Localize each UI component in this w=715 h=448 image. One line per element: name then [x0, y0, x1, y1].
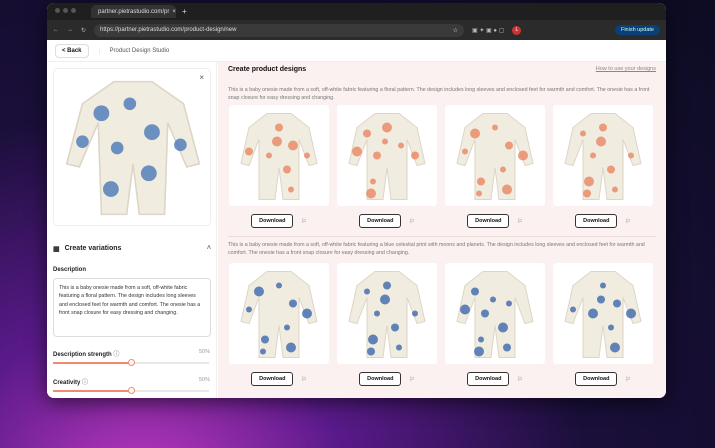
slider-handle[interactable] — [128, 387, 135, 394]
url-text: https://partner.pietrastudio.com/product… — [100, 27, 237, 33]
source-image: × — [53, 68, 211, 226]
design-card: Download ⚐ — [553, 263, 653, 386]
description-label: Description — [53, 267, 87, 273]
download-button[interactable]: Download — [359, 372, 402, 386]
design-card: Download ⚐ — [445, 263, 545, 386]
group-description: This is a baby onesie made from a soft, … — [228, 242, 645, 256]
reload-icon[interactable]: ↻ — [81, 27, 87, 34]
flag-icon[interactable]: ⚐ — [409, 376, 415, 383]
help-link[interactable]: How to use your designs — [595, 66, 656, 72]
download-button[interactable]: Download — [251, 372, 294, 386]
strength-label-text: Description strength — [53, 352, 112, 358]
variations-icon: ▦ — [53, 246, 60, 253]
design-image[interactable] — [337, 105, 437, 206]
design-image[interactable] — [445, 105, 545, 206]
design-card: Download ⚐ — [337, 105, 437, 228]
design-card: Download ⚐ — [553, 105, 653, 228]
download-button[interactable]: Download — [251, 214, 294, 228]
left-panel: × ▦ Create variations ˄ Description This i… — [47, 62, 217, 398]
strength-slider[interactable] — [53, 359, 209, 366]
tab-title: partner.pietrastudio.com/pr — [98, 8, 170, 15]
design-card: Download ⚐ — [229, 105, 329, 228]
design-row: Download ⚐ Download ⚐ Download ⚐ Download ⚐ — [229, 105, 653, 228]
design-card: Download ⚐ — [445, 105, 545, 228]
creativity-label: Creativity ⓘ — [53, 377, 88, 386]
browser-window: partner.pietrastudio.com/pr× + ←→↻ https… — [47, 3, 666, 398]
variations-header[interactable]: ▦ Create variations ˄ — [53, 245, 211, 253]
window-controls[interactable] — [55, 8, 79, 15]
chevron-up-icon[interactable]: ˄ — [206, 245, 211, 252]
download-button[interactable]: Download — [467, 372, 510, 386]
profile-avatar[interactable]: L — [512, 25, 522, 35]
design-image[interactable] — [229, 105, 329, 206]
slider-handle[interactable] — [128, 359, 135, 366]
back-button[interactable]: < Back — [55, 43, 89, 58]
tab-bar: partner.pietrastudio.com/pr× + — [47, 3, 666, 20]
section-title: Create product designs — [228, 66, 307, 73]
flag-icon[interactable]: ⚐ — [625, 376, 631, 383]
group-description: This is a baby onesie made from a soft, … — [228, 87, 650, 101]
designs-panel: Create product designs How to use your d… — [218, 62, 666, 398]
flag-icon[interactable]: ⚐ — [625, 218, 631, 225]
download-button[interactable]: Download — [359, 214, 402, 228]
design-image[interactable] — [553, 263, 653, 364]
flag-icon[interactable]: ⚐ — [409, 218, 415, 225]
design-image[interactable] — [553, 105, 653, 206]
creativity-slider[interactable] — [53, 387, 209, 394]
design-card: Download ⚐ — [337, 263, 437, 386]
back-nav-icon[interactable]: ← — [53, 27, 59, 33]
design-image[interactable] — [445, 263, 545, 364]
creativity-value: 50% — [198, 377, 210, 383]
strength-label: Description strength ⓘ — [53, 349, 119, 358]
browser-tab[interactable]: partner.pietrastudio.com/pr× — [91, 5, 176, 18]
close-icon[interactable]: × — [199, 73, 204, 82]
info-icon[interactable]: ⓘ — [113, 352, 120, 358]
flag-icon[interactable]: ⚐ — [517, 218, 523, 225]
variations-title: Create variations — [64, 245, 122, 252]
app-header: < Back Product Design Studio — [47, 40, 666, 62]
new-tab-button[interactable]: + — [182, 7, 187, 16]
flag-icon[interactable]: ⚐ — [517, 376, 523, 383]
download-button[interactable]: Download — [575, 214, 618, 228]
design-image[interactable] — [229, 263, 329, 364]
address-bar-row: ← → ↻ https://partner.pietrastudio.com/pro… — [47, 20, 666, 40]
divider — [228, 236, 656, 237]
extensions-icon[interactable]: ▣ ✦ ▣ ● ▢ — [472, 27, 505, 34]
design-image[interactable] — [337, 263, 437, 364]
design-row: Download ⚐ Download ⚐ Download ⚐ Download ⚐ — [229, 263, 653, 386]
info-icon[interactable]: ⓘ — [82, 380, 89, 386]
forward-nav-icon[interactable]: → — [67, 27, 73, 33]
description-textarea[interactable]: This is a baby onesie made from a soft, … — [53, 278, 211, 337]
finish-update-button[interactable]: Finish update — [614, 25, 660, 35]
flag-icon[interactable]: ⚐ — [301, 376, 307, 383]
url-field[interactable]: https://partner.pietrastudio.com/product… — [94, 23, 465, 37]
download-button[interactable]: Download — [575, 372, 618, 386]
download-button[interactable]: Download — [467, 214, 510, 228]
creativity-label-text: Creativity — [53, 380, 81, 386]
strength-value: 50% — [198, 349, 210, 355]
onesie-preview-image — [65, 80, 201, 216]
design-card: Download ⚐ — [229, 263, 329, 386]
flag-icon[interactable]: ⚐ — [301, 218, 307, 225]
page-title: Product Design Studio — [98, 47, 169, 54]
